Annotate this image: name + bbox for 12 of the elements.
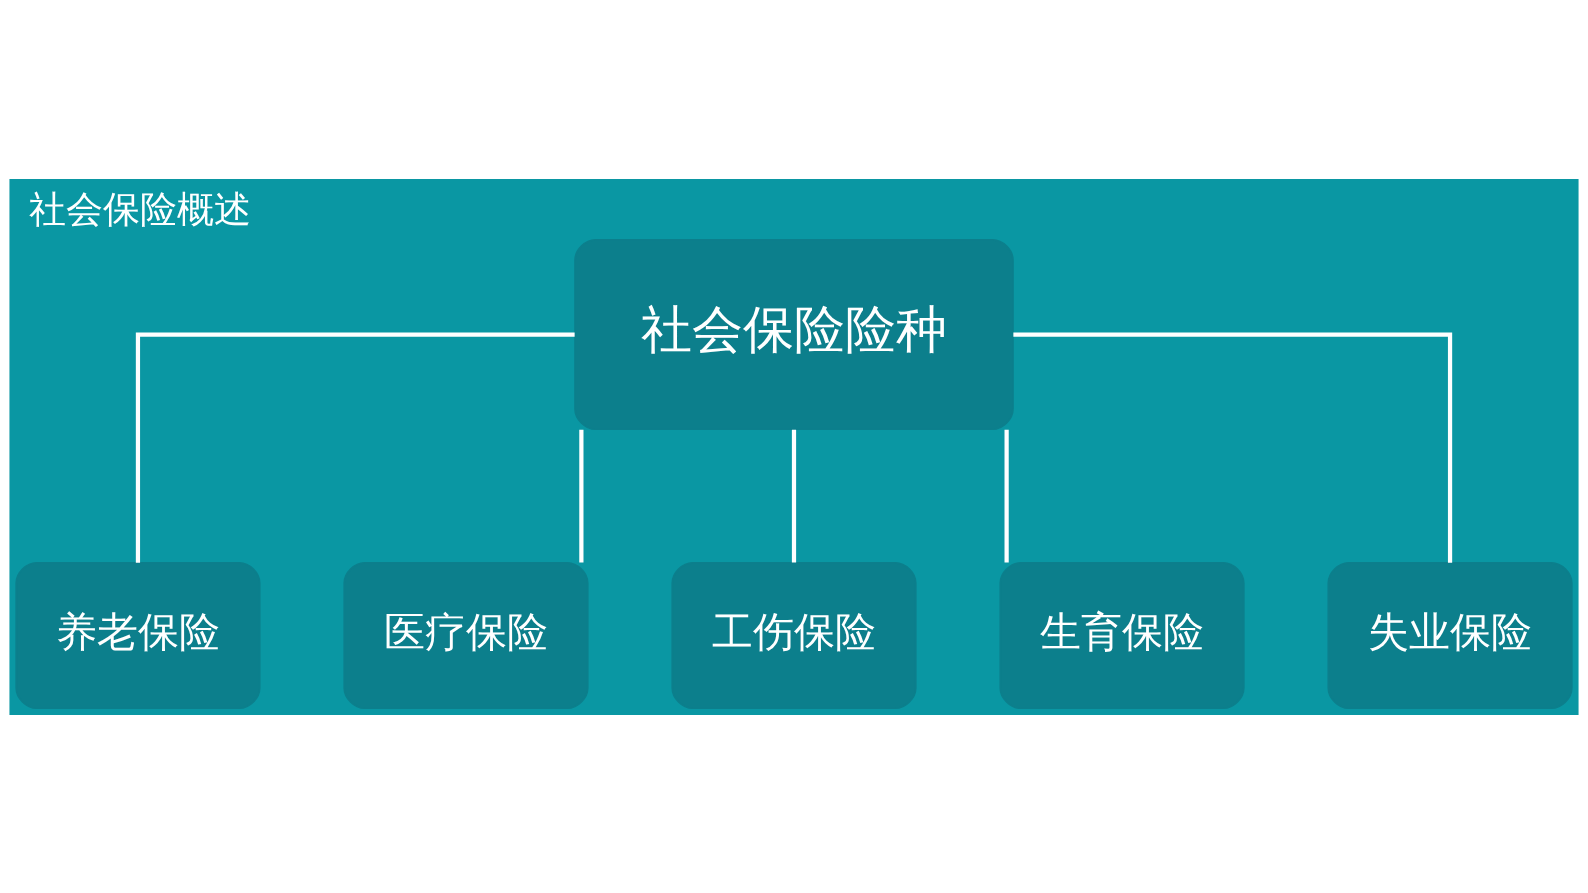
node-box: 社会保险险种: [574, 238, 1014, 430]
connector: [579, 429, 584, 562]
connector: [1004, 429, 1009, 562]
connector: [135, 331, 575, 563]
connector: [1013, 331, 1453, 563]
node-box: 生育保险: [999, 561, 1245, 709]
node-box: 失业保险: [1327, 561, 1573, 709]
node-box: 工伤保险: [671, 561, 917, 709]
connector: [791, 429, 797, 562]
node-box: 养老保险: [15, 561, 261, 709]
node-box: 医疗保险: [343, 561, 589, 709]
diagram-title: 社会保险概述: [29, 186, 252, 231]
